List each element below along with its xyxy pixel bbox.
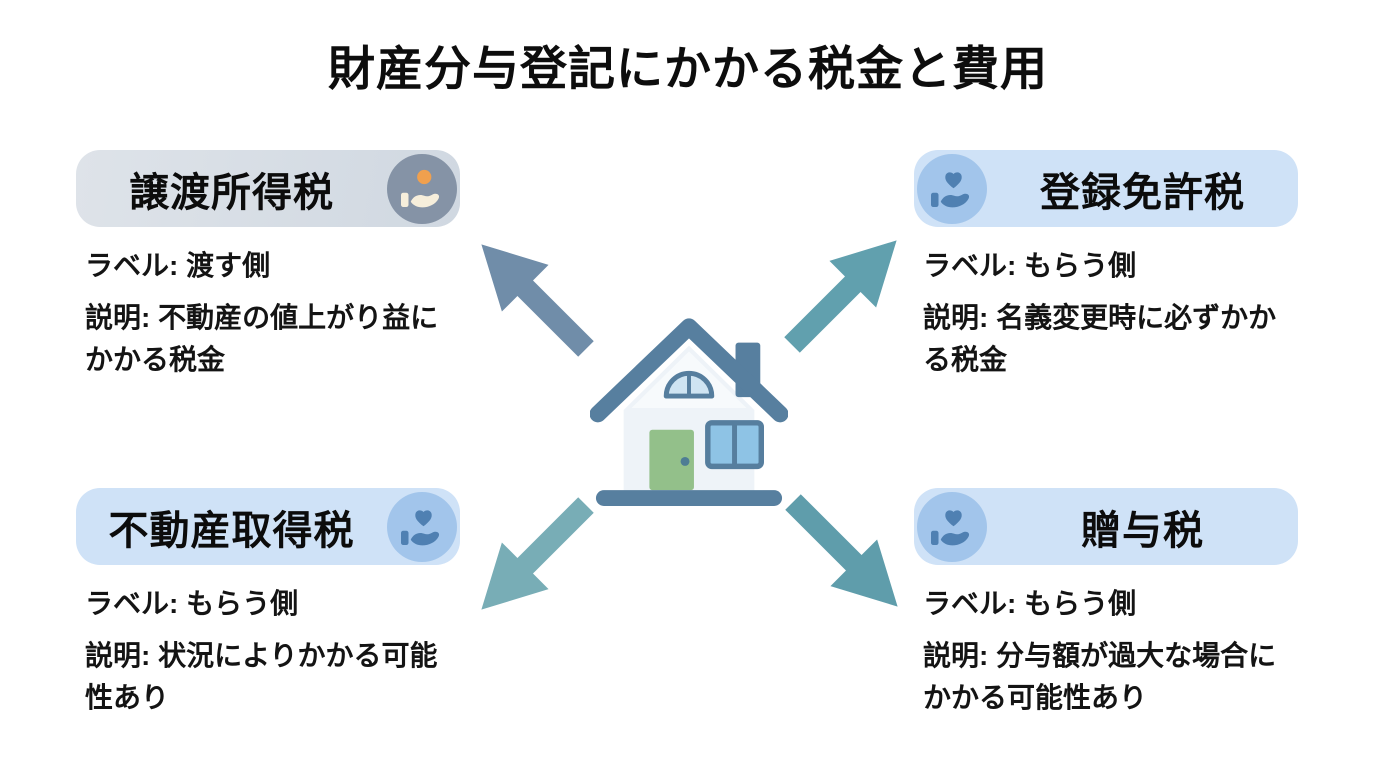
door-knob — [680, 456, 690, 466]
tax-details: ラベル: もらう側 説明: 状況によりかかる可能 性あり — [76, 582, 460, 719]
tax-name: 贈与税 — [1081, 508, 1204, 553]
hand-holding-heart-icon — [917, 153, 987, 224]
hand-holding-heart-icon — [917, 491, 987, 562]
tax-description: 説明: 状況によりかかる可能 性あり — [85, 635, 460, 719]
section-gift-tax: 贈与税 ラベル: もらう側 説明: 分与額が過大な場合に かかる可能性あり — [914, 488, 1298, 719]
description-line: 説明: 名義変更時に必ずかか — [923, 302, 1277, 333]
tax-details: ラベル: もらう側 説明: 分与額が過大な場合に かかる可能性あり — [914, 582, 1298, 719]
payer-label: ラベル: もらう側 — [923, 588, 1137, 619]
description-line: かかる可能性あり — [923, 682, 1148, 713]
tax-description: 説明: 名義変更時に必ずかか る税金 — [923, 297, 1298, 381]
arrow-up-left-icon — [453, 216, 613, 376]
description-line: 説明: 分与額が過大な場合に — [923, 640, 1277, 671]
payer-label: ラベル: 渡す側 — [85, 250, 271, 281]
description-line: 説明: 不動産の値上がり益に — [85, 302, 439, 333]
house-base — [595, 490, 783, 506]
description-line: る税金 — [923, 344, 1008, 375]
tax-pill-registration-license: 登録免許税 — [914, 150, 1298, 227]
house-door — [649, 429, 694, 491]
payer-label: ラベル: もらう側 — [85, 588, 299, 619]
arrow-down-right-icon — [766, 475, 926, 635]
tax-name: 登録免許税 — [1040, 170, 1245, 215]
house-roof — [589, 318, 789, 423]
section-real-estate-acquisition-tax: 不動産取得税 ラベル: もらう側 説明: 状況によりかかる可能 性あり — [76, 488, 460, 719]
tax-pill-transfer-income: 譲渡所得税 — [76, 150, 460, 227]
description-line: 説明: 状況によりかかる可能 — [85, 640, 438, 671]
tax-description: 説明: 分与額が過大な場合に かかる可能性あり — [923, 635, 1298, 719]
tax-description: 説明: 不動産の値上がり益に かかる税金 — [85, 297, 460, 381]
description-line: かかる税金 — [85, 344, 226, 375]
description-line: 性あり — [85, 682, 170, 713]
page-title: 財産分与登記にかかる税金と費用 — [328, 42, 1048, 95]
arrow-down-left-icon — [453, 478, 613, 638]
tax-details: ラベル: 渡す側 説明: 不動産の値上がり益に かかる税金 — [76, 244, 460, 381]
arrow-up-right-icon — [765, 212, 925, 372]
tax-pill-real-estate-acquisition: 不動産取得税 — [76, 488, 460, 565]
house-icon — [589, 303, 789, 511]
section-registration-license-tax: 登録免許税 ラベル: もらう側 説明: 名義変更時に必ずかか る税金 — [914, 150, 1298, 381]
hand-offering-coin-icon — [387, 153, 457, 224]
tax-name: 譲渡所得税 — [129, 170, 334, 215]
hand-holding-heart-icon — [387, 491, 457, 562]
tax-details: ラベル: もらう側 説明: 名義変更時に必ずかか る税金 — [914, 244, 1298, 381]
tax-name: 不動産取得税 — [108, 508, 355, 553]
section-transfer-income-tax: 譲渡所得税 ラベル: 渡す側 説明: 不動産の値上がり益に かかる税金 — [76, 150, 460, 381]
tax-pill-gift: 贈与税 — [914, 488, 1298, 565]
payer-label: ラベル: もらう側 — [923, 250, 1137, 281]
